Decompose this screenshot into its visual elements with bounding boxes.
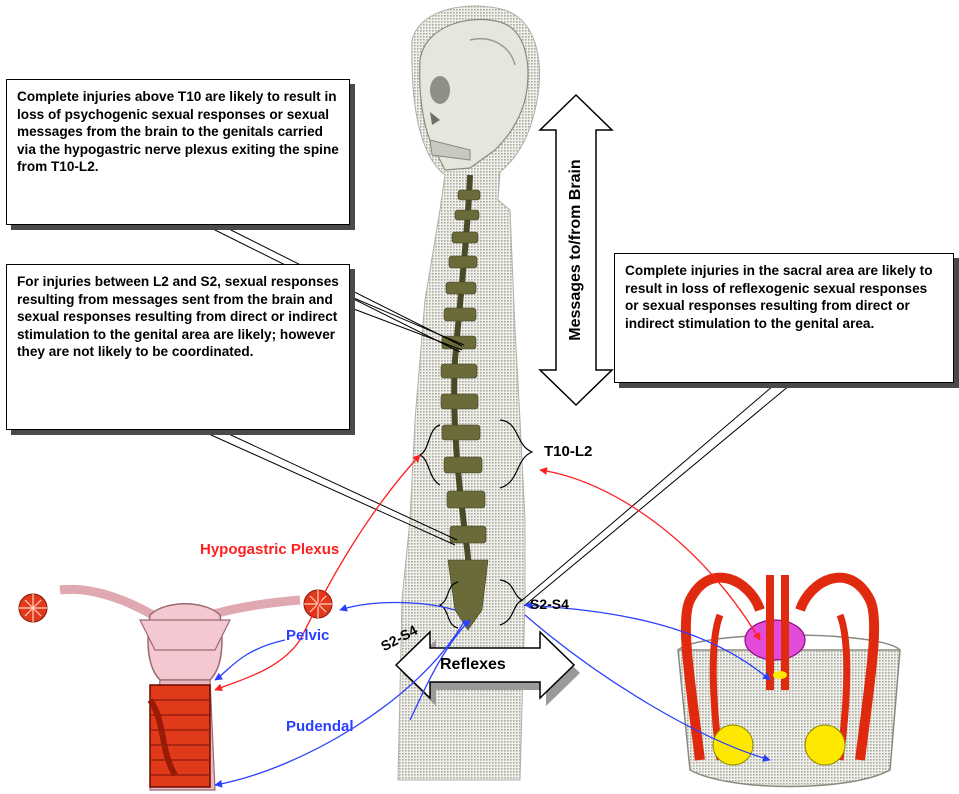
s2-s4-right-label: S2-S4 xyxy=(530,596,569,612)
female-reproductive-organs xyxy=(19,589,332,790)
callout-sacral: Complete injuries in the sacral area are… xyxy=(614,253,954,383)
pelvic-label: Pelvic xyxy=(286,627,329,644)
t10-l2-label: T10-L2 xyxy=(544,443,592,460)
callout-l2-s2: For injuries between L2 and S2, sexual r… xyxy=(6,264,350,430)
messages-label: Messages to/from Brain xyxy=(567,159,585,340)
hypogastric-plexus-label: Hypogastric Plexus xyxy=(200,541,339,558)
pudendal-label: Pudendal xyxy=(286,718,354,735)
callout-above-t10: Complete injuries above T10 are likely t… xyxy=(6,79,350,225)
male-reproductive-organs xyxy=(678,575,900,787)
reflexes-label: Reflexes xyxy=(440,656,506,674)
